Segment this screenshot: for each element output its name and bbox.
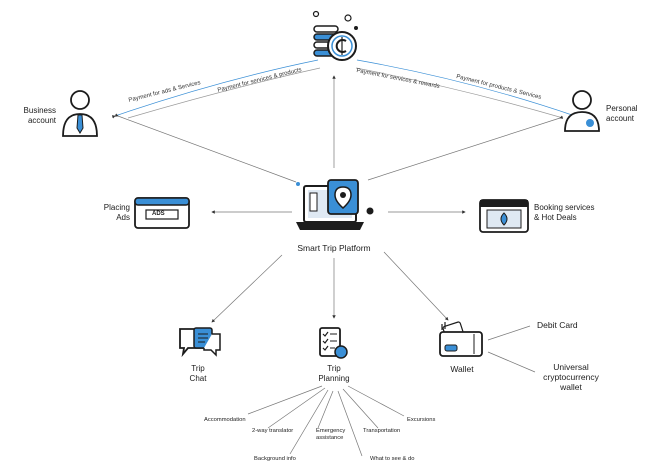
business-person-icon — [62, 90, 98, 137]
transportation-label: Transportation — [363, 428, 401, 434]
business-account-label: Business account — [23, 106, 56, 125]
personal-account-label: Personal account — [606, 104, 638, 123]
wallet-label: Wallet — [450, 364, 474, 374]
what-to-see-label: What to see & do — [370, 456, 415, 462]
smart-trip-platform-icon — [296, 179, 374, 230]
debit-card-label: Debit Card — [537, 320, 578, 330]
crypto-wallet-label: Universal cryptocurrency wallet — [543, 362, 599, 392]
trip-planning-label: Trip Planning — [318, 364, 350, 383]
emergency-label: Emergency assistance — [316, 428, 346, 441]
platform-label: Smart Trip Platform — [297, 243, 371, 253]
excursions-label: Excursions — [407, 417, 436, 423]
checklist-icon — [319, 327, 348, 359]
ads-browser-icon — [134, 197, 190, 229]
chat-bubbles-icon — [179, 327, 221, 358]
translator-label: 2-way translator — [252, 428, 294, 434]
wallet-icon — [439, 321, 483, 357]
accommodation-label: Accommodation — [204, 417, 246, 423]
personal-person-icon — [564, 90, 600, 132]
crypto-coin-icon — [312, 10, 358, 61]
booking-browser-icon — [479, 199, 529, 233]
placing-ads-label: Placing Ads — [103, 203, 130, 222]
trip-chat-label: Trip Chat — [189, 364, 207, 383]
booking-label: Booking services & Hot Deals — [534, 203, 595, 222]
ads-badge-label: ADS — [152, 211, 165, 217]
background-info-label: Background info — [254, 456, 296, 462]
